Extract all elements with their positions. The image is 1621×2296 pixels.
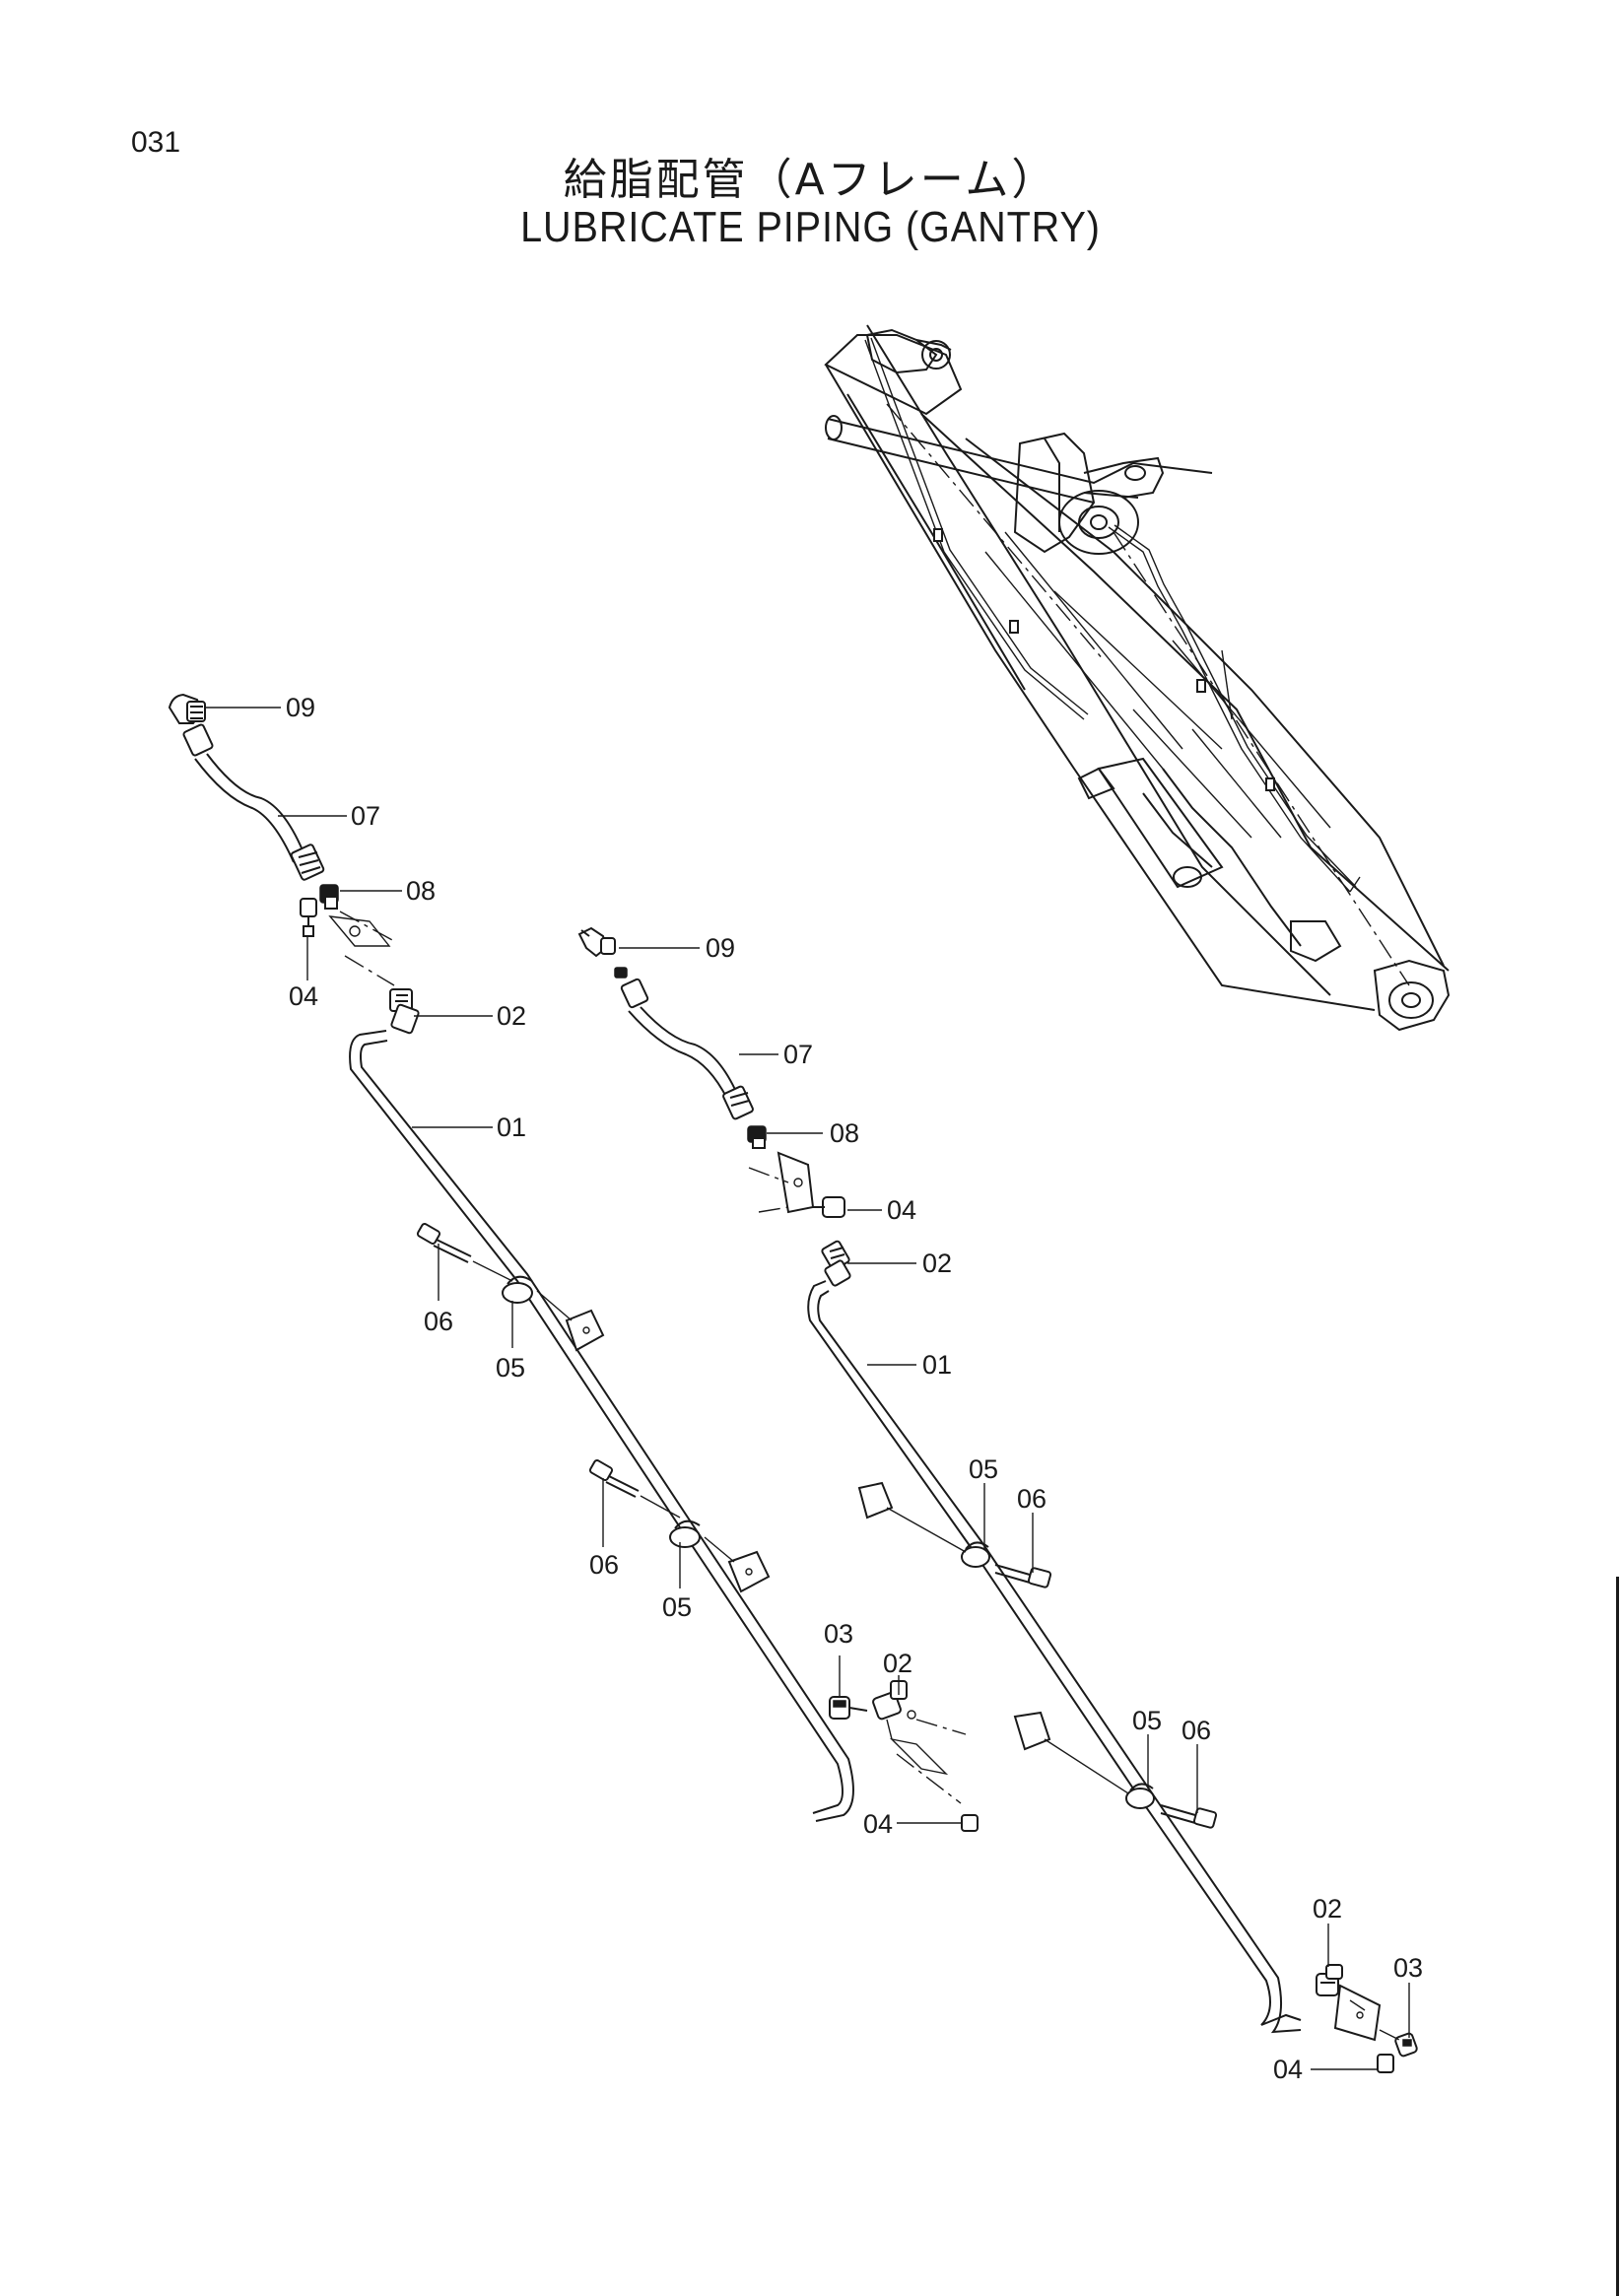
grease-nipple-icon bbox=[829, 1696, 868, 1720]
callout-08: 08 bbox=[406, 876, 436, 906]
left-assembly bbox=[168, 693, 979, 1832]
clip-icon bbox=[1013, 1711, 1155, 1809]
left-callouts: 09 07 08 04 02 01 06 05 06 05 03 02 04 bbox=[286, 693, 912, 1839]
page-number: 031 bbox=[131, 126, 181, 159]
callout-08: 08 bbox=[830, 1118, 859, 1148]
callout-01: 01 bbox=[922, 1350, 952, 1380]
title-english: LUBRICATE PIPING (GANTRY) bbox=[520, 203, 1101, 251]
grease-fitting-elbow-icon bbox=[168, 693, 206, 724]
callout-09: 09 bbox=[706, 933, 735, 963]
clip-icon bbox=[857, 1481, 990, 1568]
hose-icon bbox=[182, 723, 325, 881]
clip-icon bbox=[502, 1275, 605, 1352]
callout-09: 09 bbox=[286, 693, 315, 722]
callout-06: 06 bbox=[1017, 1484, 1047, 1514]
grease-nipple-icon bbox=[300, 898, 317, 937]
callout-05: 05 bbox=[1132, 1706, 1162, 1735]
grease-fitting-elbow-icon bbox=[577, 926, 616, 958]
right-assembly bbox=[577, 926, 1418, 2073]
callout-05: 05 bbox=[496, 1353, 525, 1383]
callout-02: 02 bbox=[497, 1001, 526, 1031]
callout-01: 01 bbox=[497, 1113, 526, 1142]
callout-07: 07 bbox=[783, 1040, 813, 1069]
elbow-fitting-icon bbox=[1316, 1964, 1343, 1996]
pipe-icon bbox=[349, 1030, 854, 1822]
callout-04: 04 bbox=[863, 1809, 893, 1839]
title-japanese: 給脂配管（Aフレーム） bbox=[563, 155, 1058, 205]
callout-06: 06 bbox=[424, 1307, 453, 1336]
callout-02: 02 bbox=[1313, 1894, 1342, 1924]
bolt-icon bbox=[416, 1223, 513, 1282]
callout-03: 03 bbox=[824, 1619, 853, 1649]
callout-06: 06 bbox=[1182, 1716, 1211, 1745]
leader-lines bbox=[205, 707, 1410, 2070]
clip-icon bbox=[669, 1519, 771, 1593]
callout-05: 05 bbox=[662, 1592, 692, 1622]
callout-03: 03 bbox=[1393, 1953, 1423, 1983]
grease-nipple-icon bbox=[961, 1814, 979, 1832]
callout-04: 04 bbox=[289, 981, 318, 1011]
callout-02: 02 bbox=[883, 1649, 912, 1678]
gantry-overview bbox=[824, 324, 1451, 1032]
callout-02: 02 bbox=[922, 1249, 952, 1278]
bolt-icon bbox=[994, 1564, 1052, 1588]
adapter-icon bbox=[747, 1125, 767, 1149]
elbow-fitting-icon bbox=[821, 1240, 851, 1287]
callout-04: 04 bbox=[1273, 2055, 1303, 2084]
bolt-icon bbox=[1160, 1804, 1218, 1829]
right-callouts: 09 07 08 04 02 01 05 06 05 06 02 03 04 bbox=[706, 933, 1423, 2084]
callout-07: 07 bbox=[351, 801, 380, 831]
elbow-fitting-icon bbox=[389, 988, 420, 1035]
elbow-fitting-icon bbox=[872, 1680, 967, 1740]
grease-nipple-icon bbox=[1379, 2029, 1418, 2058]
grease-nipple-icon bbox=[1377, 2054, 1394, 2073]
grease-nipple-icon bbox=[813, 1196, 845, 1218]
hose-icon bbox=[614, 967, 754, 1120]
bolt-icon bbox=[588, 1459, 681, 1519]
callout-05: 05 bbox=[969, 1454, 998, 1484]
callout-04: 04 bbox=[887, 1195, 916, 1225]
page-edge-bar bbox=[1616, 1577, 1619, 2296]
callout-06: 06 bbox=[589, 1550, 619, 1580]
adapter-icon bbox=[319, 884, 339, 910]
